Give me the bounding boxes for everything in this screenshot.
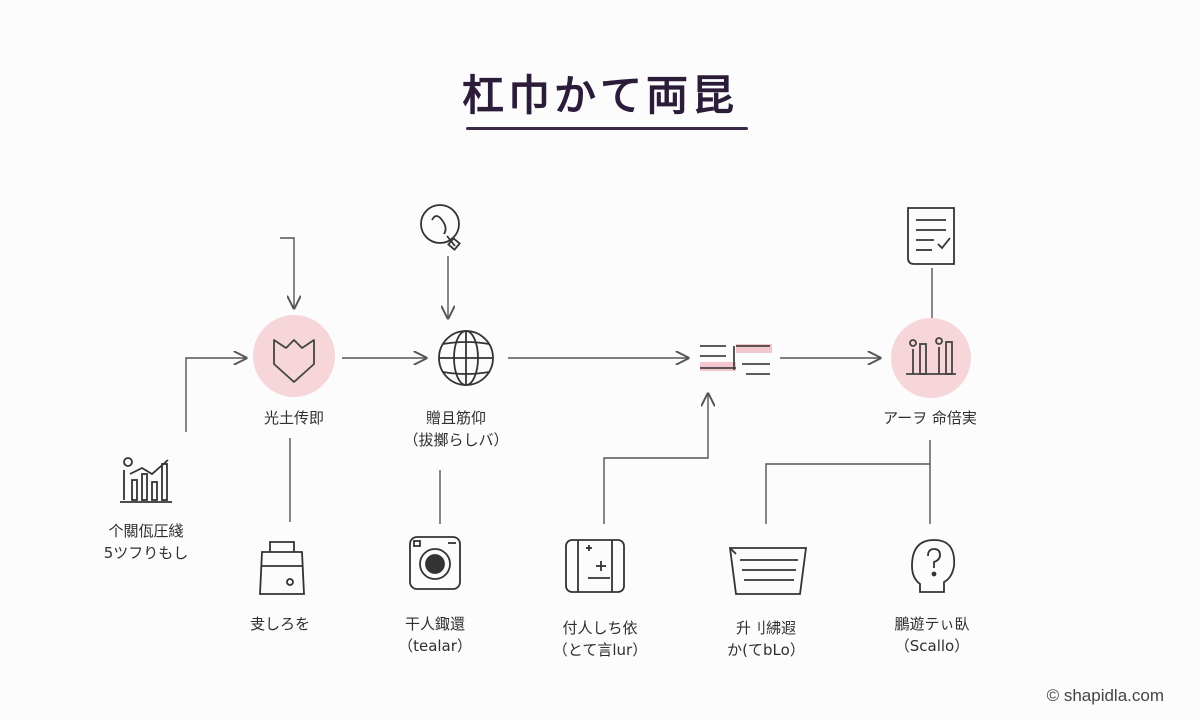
node-shield (253, 315, 335, 397)
node-people-bg (891, 318, 971, 398)
camera-label: 干人鋷還 （tealar） (398, 613, 472, 657)
help-label-line2: （Scallo） (894, 637, 970, 655)
node-globe-label-line1: 贈且筋仰 (425, 409, 487, 427)
bag-icon (259, 541, 305, 595)
help-label-line1: 鵬遊テぃ臥 (894, 615, 970, 633)
node-people-label: アーヲ 命倍実 (883, 407, 977, 429)
camera-label-line2: （tealar） (398, 637, 472, 655)
calc-label-line1: 付人しち依 (562, 619, 638, 637)
document-check-icon (907, 207, 955, 265)
lines-icon (700, 344, 772, 375)
connector-chart-to-shield (185, 358, 246, 432)
help-label: 鵬遊テぃ臥 （Scallo） (894, 613, 969, 657)
calc-label-line2: （とて言lur） (552, 641, 648, 659)
node-shield-label: 光土传即 (264, 407, 324, 429)
connector-calc-to-lines (603, 394, 708, 524)
bag-label-line1: 叏しろを (249, 615, 311, 633)
node-globe-label: 贈且筋仰 （拔擲らしバ） (403, 407, 508, 451)
footer-credit[interactable]: © shapidla.com (1046, 686, 1164, 705)
people-chart-icon (906, 337, 956, 375)
book-label-line1: 升刂紼遐 (735, 619, 796, 637)
camera-label-line1: 干人鋷還 (404, 615, 465, 633)
connector-people-to-book (765, 440, 931, 524)
lightbulb-icon (420, 204, 461, 251)
calculator-icon (565, 539, 625, 593)
connectors (185, 237, 933, 524)
book-icon (728, 547, 808, 595)
source-chart-label-line2: 5ツフりもし (103, 544, 189, 562)
source-chart-label-line1: 个關佤圧綫 (108, 522, 184, 540)
calc-label: 付人しち依 （とて言lur） (553, 617, 647, 661)
book-label: 升刂紼遐 か(てbLo） (727, 617, 805, 661)
node-shield-bg (253, 315, 335, 397)
node-shield-label-line1: 光土传即 (263, 409, 325, 427)
book-label-line2: か(てbLo） (727, 641, 805, 659)
bar-chart-icon (120, 457, 172, 503)
bag-label: 叏しろを (250, 613, 310, 635)
source-chart-label: 个關佤圧綫 5ツフりもし (104, 520, 189, 564)
node-people-label-line1: アーヲ 命倍実 (883, 409, 977, 427)
globe-icon (438, 330, 494, 386)
node-globe-label-line2: （拔擲らしバ） (403, 431, 509, 449)
connector-top-to-shield (280, 237, 294, 308)
shield-icon (273, 339, 315, 383)
title-underline (466, 127, 748, 130)
page-title: 杠巾かて両昆 (461, 71, 738, 120)
node-people (891, 318, 971, 398)
question-head-icon (911, 539, 956, 593)
camera-icon (409, 536, 461, 590)
